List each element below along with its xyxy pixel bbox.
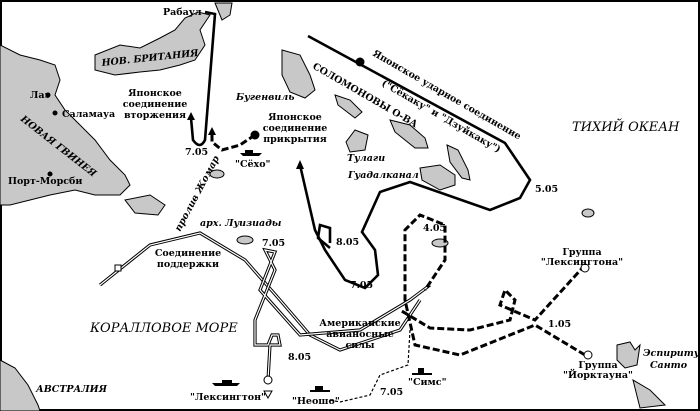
date-label: 8.05 (336, 237, 359, 248)
ship-icons (212, 150, 432, 392)
label-sims: "Симс" (408, 377, 447, 388)
date-label: 4.05 (423, 223, 446, 234)
label-salamaua: Саламауа (62, 109, 115, 120)
label-tulagi: Тулаги (347, 153, 385, 164)
town-marker (47, 171, 53, 177)
town-marker (45, 92, 51, 98)
strike-force-loop (316, 223, 332, 249)
yorktown-route (403, 213, 586, 357)
force-marker (250, 130, 260, 140)
sims-neosho-route (329, 329, 411, 403)
routes (99, 10, 593, 403)
date-label: 1.05 (548, 319, 571, 330)
date-label: 7.05 (185, 147, 208, 158)
island (236, 235, 254, 245)
covering-force-route (210, 133, 256, 152)
label-espiritu-santo: Эспириту-Санто (643, 348, 700, 371)
label-port-moresby: Порт-Морсби (8, 176, 82, 187)
lexington-group-route (399, 263, 587, 332)
ship-icon (310, 386, 330, 392)
island (581, 208, 595, 218)
new-ireland-land (214, 2, 233, 21)
label-australia: АВСТРАЛИЯ (35, 384, 108, 395)
island (334, 94, 363, 119)
bougainville-land (281, 49, 316, 99)
ship-icon (212, 380, 240, 386)
label-coral-sea: КОРАЛЛОВОЕ МОРЕ (89, 321, 238, 336)
malaita-land (446, 144, 471, 181)
start-marker (580, 263, 590, 273)
new-britain-land (94, 11, 211, 76)
land-masses (0, 2, 667, 411)
label-lexington-group: Группа"Лексингтона" (541, 247, 623, 268)
date-label: 7.05 (350, 280, 373, 291)
support-force-route (99, 231, 422, 352)
label-yorktown-group: Группа"Йорктауна" (563, 360, 633, 381)
date-label: 5.05 (535, 184, 558, 195)
invasion-force-route (189, 10, 217, 147)
date-label: 8.05 (288, 352, 311, 363)
label-pacific-ocean: ТИХИЙ ОКЕАН (572, 117, 680, 135)
australia-land (0, 359, 41, 411)
label-rabaul: Рабаул (163, 7, 202, 18)
map-labels: Рабаул НОВ. БРИТАНИЯ Лаэ Саламауа НОВАЯ … (8, 7, 700, 407)
label-lae: Лаэ (30, 90, 51, 101)
label-neosho: "Неошо" (292, 396, 340, 407)
new-guinea-land (0, 44, 131, 206)
town-marker (52, 110, 58, 116)
arrow-icon (296, 160, 304, 169)
island (124, 194, 166, 216)
label-bougainville: Бугенвиль (235, 92, 294, 103)
arrow-icon (187, 112, 195, 120)
start-marker (583, 350, 593, 360)
force-marker (355, 57, 365, 67)
lexington-route (253, 247, 431, 400)
island (389, 119, 429, 149)
island (345, 129, 369, 153)
strike-force-route (298, 34, 532, 290)
arrow-icon (208, 127, 216, 135)
label-louisiade: арх. Луизиады (200, 218, 282, 229)
espiritu-santo-land (616, 341, 641, 369)
guadalcanal-land (419, 164, 456, 191)
island (209, 169, 225, 179)
label-shoho: "Сёхо" (235, 159, 271, 170)
date-label: 7.05 (262, 238, 285, 249)
date-label: 7.05 (380, 387, 403, 398)
vanuatu-land (632, 378, 667, 409)
ship-icon (412, 368, 432, 375)
label-guadalcanal: Гуадалканал (347, 170, 419, 181)
label-lexington: "Лексингтон" (190, 392, 266, 403)
ship-icon (240, 150, 262, 156)
